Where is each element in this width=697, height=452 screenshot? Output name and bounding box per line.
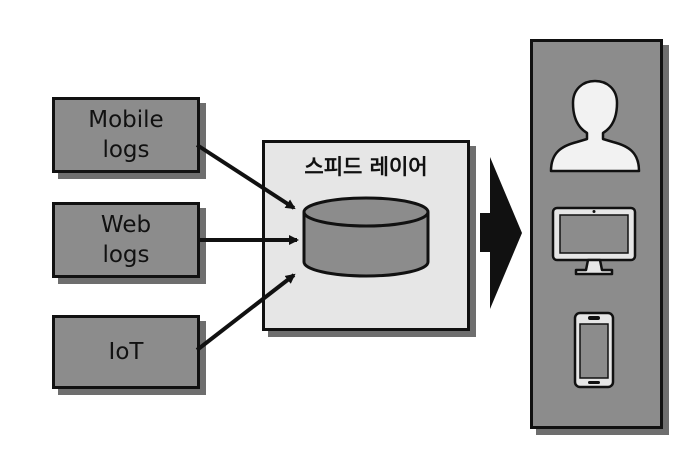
database-icon: [302, 196, 430, 278]
monitor-icon: [551, 206, 637, 276]
web-logs-label-line2: logs: [102, 242, 150, 268]
iot-label: IoT: [108, 339, 144, 365]
smartphone-icon: [573, 311, 615, 389]
iot-box: IoT: [52, 315, 200, 389]
arrow-iot-to-db: [195, 273, 296, 352]
web-logs-label-line1: Web: [100, 212, 152, 238]
ingest-arrows: [195, 143, 299, 352]
arrow-mobile-to-db: [195, 143, 296, 210]
mobile-logs-label-line1: Mobile: [88, 107, 164, 133]
speed-layer-title: 스피드 레이어: [304, 155, 428, 179]
mobile-logs-label-line2: logs: [102, 137, 150, 163]
user-icon: [549, 79, 641, 173]
mobile-logs-box: Mobile logs: [52, 97, 200, 173]
output-arrow: [480, 157, 522, 309]
